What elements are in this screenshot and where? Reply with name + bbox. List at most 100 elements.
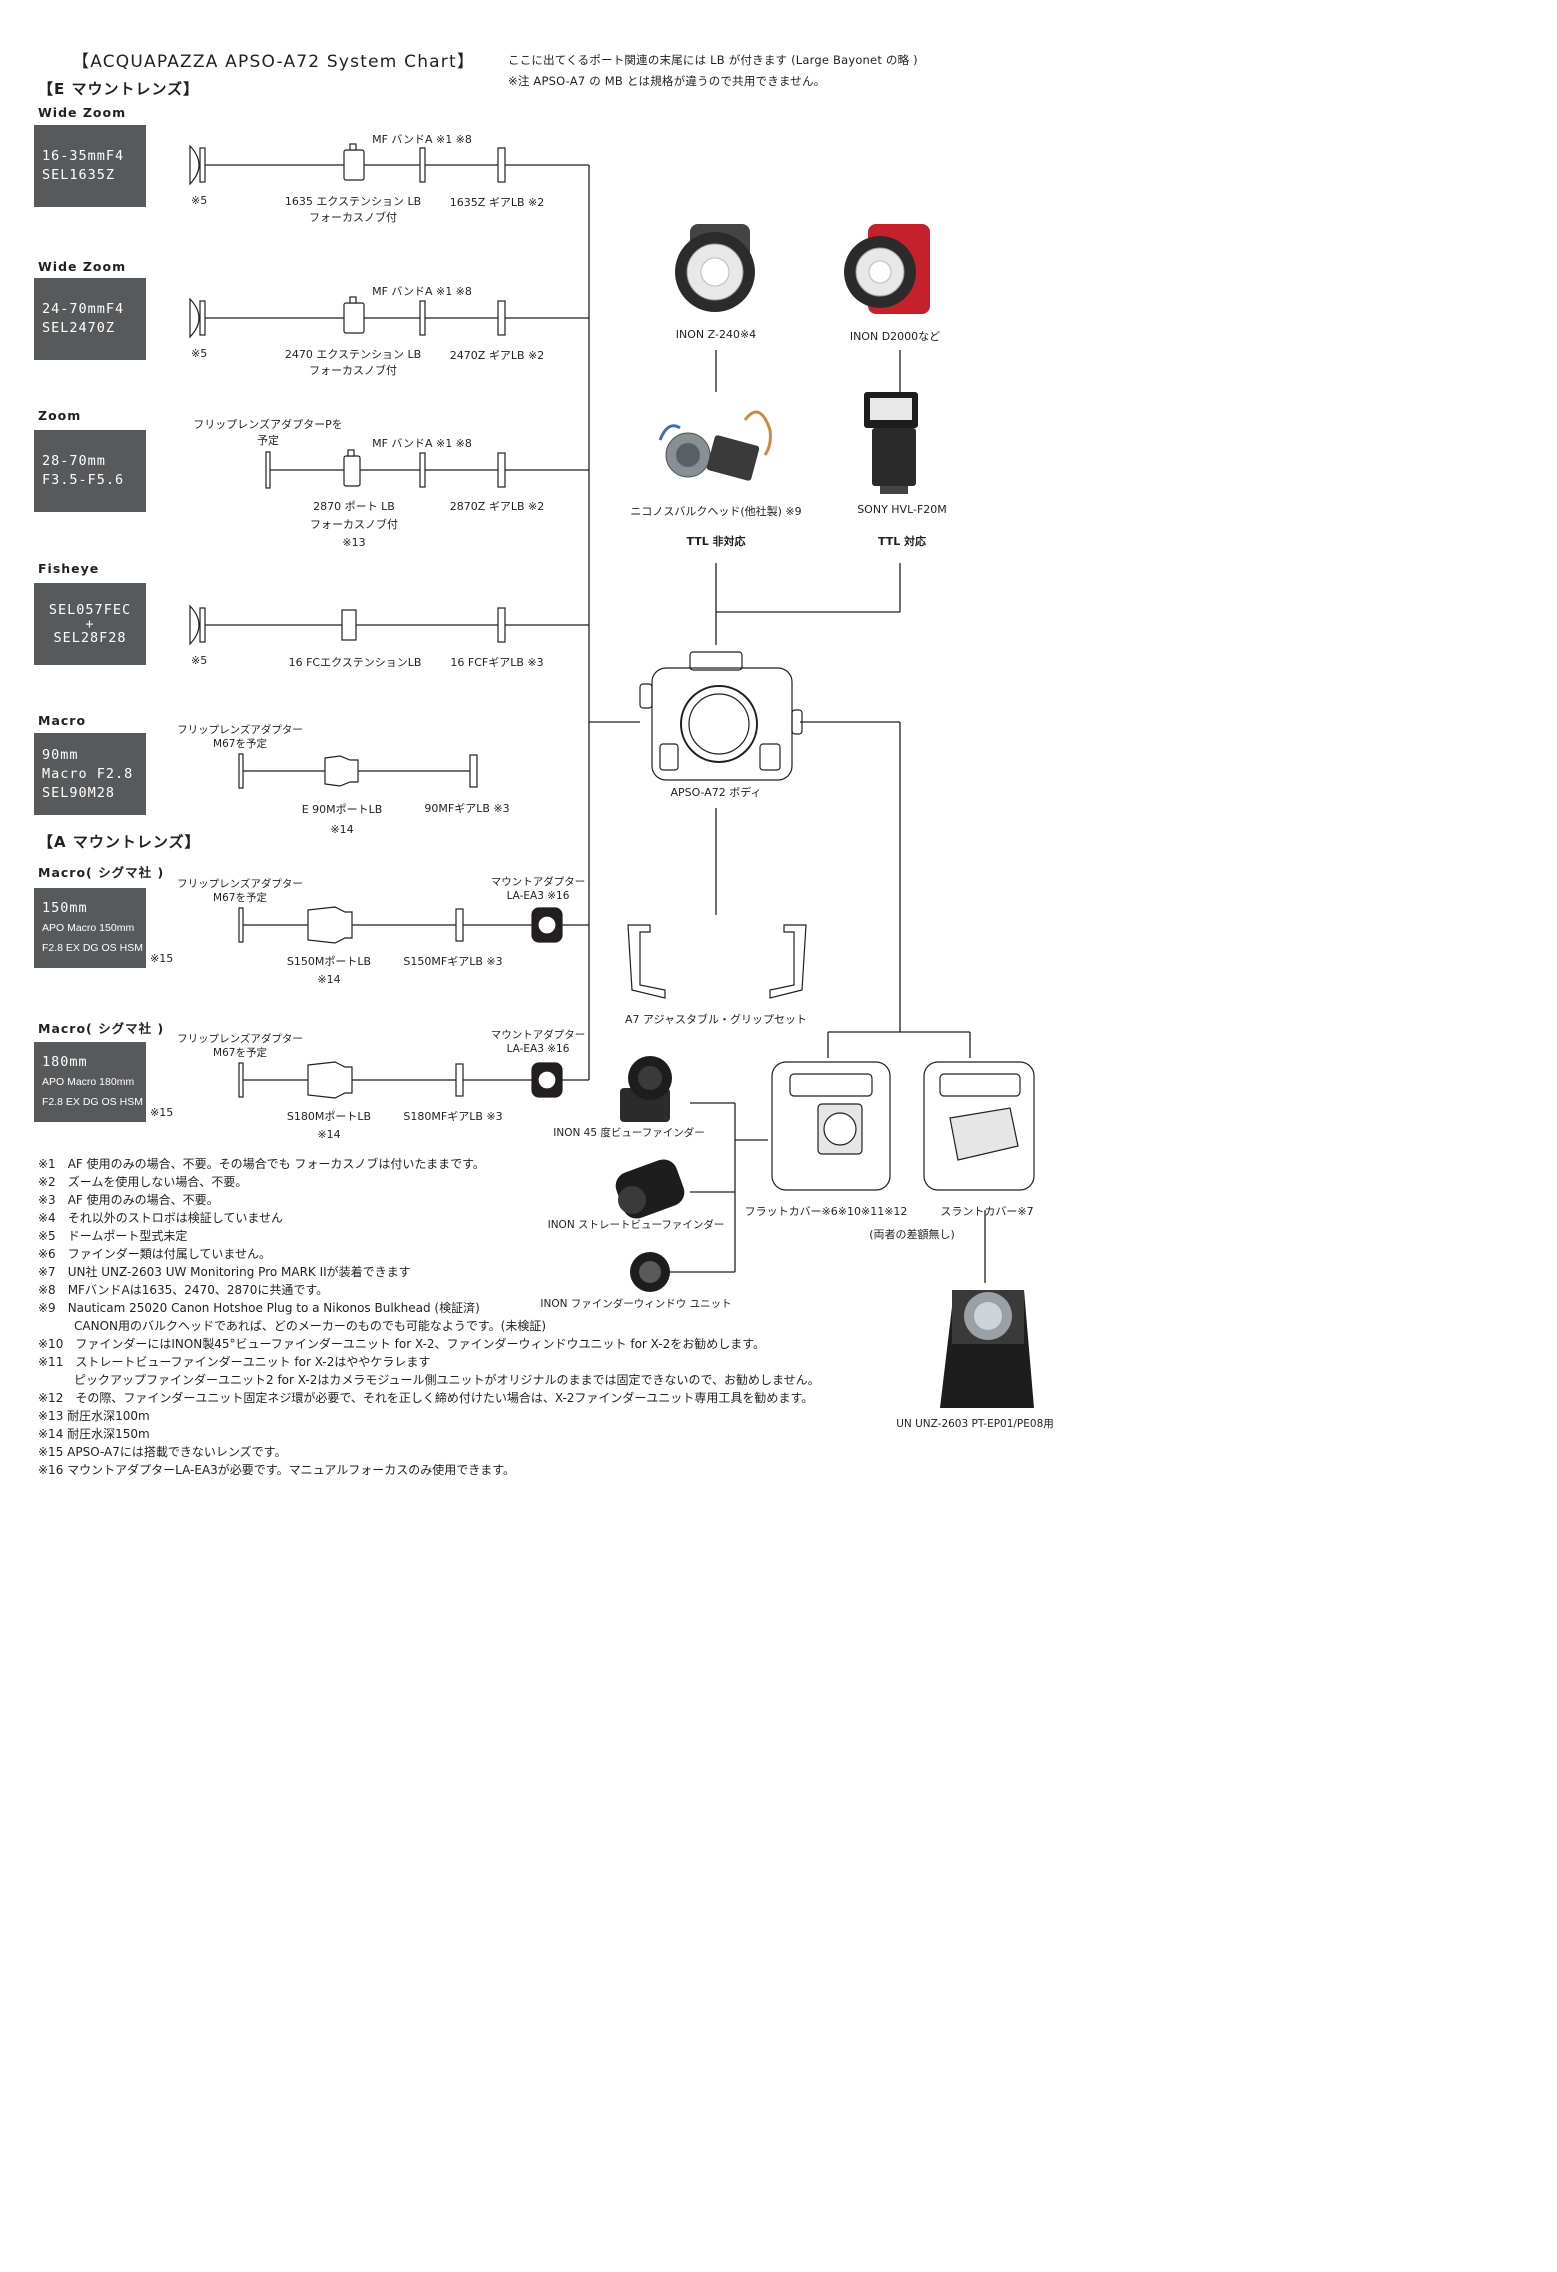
label-line: 2470 エクステンション LB xyxy=(284,348,422,361)
flat-cover-label: フラットカバー※6※10※11※12 xyxy=(744,1205,908,1218)
footnote: ※6 ファインダー類は付属していません。 xyxy=(38,1247,271,1261)
strobe-d2000-icon xyxy=(844,224,930,314)
flat-cover-icon xyxy=(771,1061,891,1191)
row5-gear-label: 90MFギアLB ※3 xyxy=(424,802,510,815)
grip-set-icon xyxy=(627,924,807,999)
dome-port-icon xyxy=(189,297,200,339)
ttl-no-label: TTL 非対応 xyxy=(686,535,746,548)
row6-port-label: S150MポートLB ※14 xyxy=(287,953,371,989)
label-line: フォーカスノブ付 xyxy=(309,211,397,224)
label-line: 予定 xyxy=(256,434,279,447)
strobe-z240-label: INON Z-240※4 xyxy=(675,328,757,341)
label-line: 1635 エクステンション LB xyxy=(284,195,422,208)
row2-mf-band-label: MF バンドA ※1 ※8 xyxy=(372,285,472,298)
row1-front-note: ※5 xyxy=(191,194,208,207)
label-line: ※14 xyxy=(330,823,354,836)
lens-box-sigma150[interactable]: 150mm APO Macro 150mm F2.8 EX DG OS HSM xyxy=(34,888,146,968)
lens-box-line: APO Macro 180mm xyxy=(42,1076,135,1088)
extension-icon xyxy=(343,149,365,181)
macro-port-icon xyxy=(307,1061,353,1099)
row5-flip-label: フリップレンズアダプター M67を予定 xyxy=(177,723,303,751)
footnote: ※2 ズームを使用しない場合、不要。 xyxy=(38,1175,248,1189)
label-line: S180MポートLB xyxy=(286,1110,372,1123)
macro-port-icon xyxy=(324,755,359,787)
lens-box-line: SEL2470Z xyxy=(42,320,116,336)
category-fisheye: Fisheye xyxy=(38,561,100,576)
row4-extension-label: 16 FCエクステンションLB xyxy=(288,656,422,669)
lens-box-2870[interactable]: 28-70mm F3.5-F5.6 xyxy=(34,430,146,512)
extension-icon xyxy=(343,302,365,334)
mf-band-icon xyxy=(419,300,426,336)
vf-straight-label: INON ストレートビューファインダー xyxy=(547,1219,725,1231)
row6-gear-label: S150MFギアLB ※3 xyxy=(403,955,503,968)
footnote: ※13 耐圧水深100m xyxy=(38,1409,150,1423)
footnote: ※11 ストレートビューファインダーユニット for X-2はややケラレます xyxy=(38,1355,431,1369)
lens-box-line: + xyxy=(85,616,95,632)
label-line: フォーカスノブ付 xyxy=(309,364,397,377)
page-title: 【ACQUAPAZZA APSO-A72 System Chart】 xyxy=(72,52,476,72)
category-zoom: Zoom xyxy=(38,408,82,423)
lens-box-1635[interactable]: 16-35mmF4 SEL1635Z xyxy=(34,125,146,207)
lens-box-sigma180[interactable]: 180mm APO Macro 180mm F2.8 EX DG OS HSM xyxy=(34,1042,146,1122)
flip-adapter-icon xyxy=(238,753,244,789)
lens-box-2470[interactable]: 24-70mmF4 SEL2470Z xyxy=(34,278,146,360)
gear-icon xyxy=(455,1063,464,1097)
lens-box-line: Macro F2.8 xyxy=(42,765,134,782)
vf45-icon xyxy=(620,1056,672,1122)
sigma150-note: ※15 xyxy=(150,952,174,965)
category-sigma-180: Macro( シグマ社 ) xyxy=(38,1021,165,1036)
footnote: ※9 Nauticam 25020 Canon Hotshoe Plug to … xyxy=(38,1301,480,1315)
footnote: ※4 それ以外のストロボは検証していません xyxy=(38,1211,283,1225)
row4-gear-label: 16 FCFギアLB ※3 xyxy=(450,656,544,669)
category-macro: Macro xyxy=(38,713,87,728)
footnote: ※7 UN社 UNZ-2603 UW Monitoring Pro MARK I… xyxy=(38,1265,411,1279)
footnote: CANON用のバルクヘッドであれば、どのメーカーのものでも可能なようです。(未検… xyxy=(38,1319,547,1333)
label-line: マウントアダプター xyxy=(490,1029,586,1041)
gear-icon xyxy=(497,452,506,488)
footnote: ※3 AF 使用のみの場合、不要。 xyxy=(38,1193,219,1207)
lens-box-line: 90mm xyxy=(42,746,79,763)
category-wide-zoom-2: Wide Zoom xyxy=(38,259,127,274)
bulkhead-icon xyxy=(658,410,772,481)
row7-adapter-label: マウントアダプター LA-EA3 ※16 xyxy=(491,1028,586,1056)
row3-mf-band-label: MF バンドA ※1 ※8 xyxy=(372,437,472,450)
lens-box-line: SEL28F28 xyxy=(53,630,127,646)
label-line: フリップレンズアダプターPを xyxy=(193,418,343,431)
slant-cover-icon xyxy=(923,1061,1035,1191)
label-line: ※14 xyxy=(317,1128,341,1141)
vf45-label: INON 45 度ビューファインダー xyxy=(553,1127,705,1139)
housing-body-icon xyxy=(639,651,803,781)
section-a-mount: 【A マウントレンズ】 xyxy=(38,833,201,851)
row2-gear-label: 2470Z ギアLB ※2 xyxy=(449,349,545,362)
gear-icon xyxy=(497,607,506,643)
mf-band-icon xyxy=(419,147,426,183)
label-line: フォーカスノブ付 xyxy=(310,518,398,531)
row6-adapter-label: マウントアダプター LA-EA3 ※16 xyxy=(491,875,586,903)
gear-icon xyxy=(497,300,506,336)
lens-box-90macro[interactable]: 90mm Macro F2.8 SEL90M28 xyxy=(34,733,146,815)
sigma180-note: ※15 xyxy=(150,1106,174,1119)
vf-window-label: INON ファインダーウィンドウ ユニット xyxy=(540,1298,732,1310)
footnote: ※14 耐圧水深150m xyxy=(38,1427,150,1441)
row1-gear-label: 1635Z ギアLB ※2 xyxy=(449,196,545,209)
label-line: ※13 xyxy=(342,536,366,549)
category-wide-zoom-1: Wide Zoom xyxy=(38,105,127,120)
category-sigma-150: Macro( シグマ社 ) xyxy=(38,865,165,880)
footnote: ※15 APSO-A7には搭載できないレンズです。 xyxy=(38,1445,287,1459)
flip-adapter-icon xyxy=(265,451,271,489)
grip-label: A7 アジャスタブル・グリップセット xyxy=(624,1013,808,1026)
cover-price-note: (両者の差額無し) xyxy=(869,1228,955,1241)
lens-box-fisheye[interactable]: SEL057FEC + SEL28F28 xyxy=(34,583,146,665)
monitor-hood-icon xyxy=(940,1290,1034,1408)
label-line: LA-EA3 ※16 xyxy=(506,1043,570,1055)
mf-band-icon xyxy=(419,452,426,488)
bulkhead-label: ニコノスバルクヘッド(他社製) ※9 xyxy=(630,505,802,518)
lens-box-line: 150mm xyxy=(42,900,88,916)
footnote: ※16 マウントアダプターLA-EA3が必要です。マニュアルフォーカスのみ使用で… xyxy=(38,1463,516,1477)
footnote: ※5 ドームポート型式未定 xyxy=(38,1229,188,1243)
strobe-d2000-label: INON D2000など xyxy=(849,330,941,343)
label-line: E 90MポートLB xyxy=(301,803,383,816)
port-icon xyxy=(343,455,361,487)
label-line: 2870 ポート LB xyxy=(313,500,395,513)
label-line: LA-EA3 ※16 xyxy=(506,890,570,902)
